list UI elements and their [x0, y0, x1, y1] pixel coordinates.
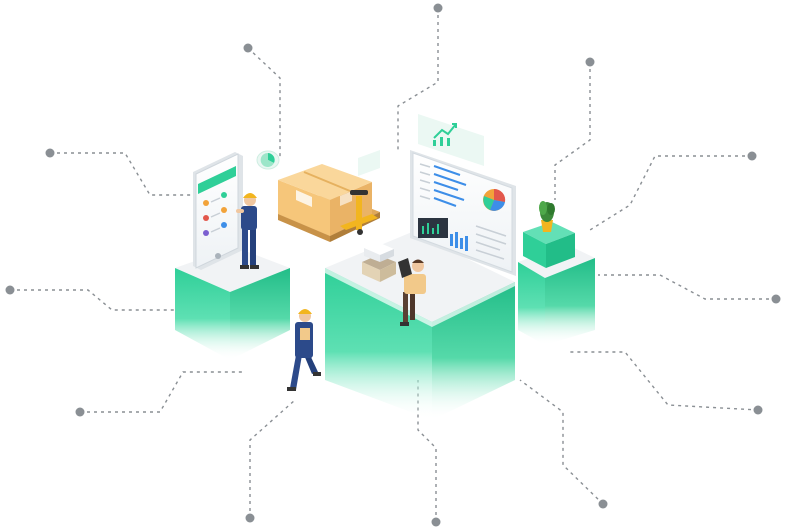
- connector-lines: [10, 8, 776, 522]
- potted-plant-icon: [539, 201, 555, 232]
- connector-dot: [5, 285, 15, 295]
- connector-line: [519, 379, 604, 505]
- box-stack: [362, 242, 396, 282]
- connector-dot: [243, 43, 253, 53]
- tablet-icon: [398, 258, 412, 278]
- mobile-app-icon: [193, 152, 243, 270]
- connector-dot: [598, 499, 608, 509]
- connector-line: [554, 62, 591, 200]
- connector-line: [247, 47, 281, 160]
- connector-line: [589, 155, 752, 231]
- left-platform: [175, 247, 290, 360]
- walking-worker-figure: [287, 309, 321, 391]
- connector-line: [417, 380, 437, 522]
- connector-line: [598, 274, 776, 300]
- right-platform: [518, 222, 595, 345]
- pallet-jack-icon: [340, 190, 378, 235]
- connector-dot: [747, 151, 757, 161]
- connector-dot: [45, 148, 55, 158]
- connector-line: [10, 289, 178, 311]
- dashboard-icon: [410, 150, 516, 276]
- connector-line: [50, 152, 195, 196]
- connector-dot: [245, 513, 255, 523]
- worker-figure: [236, 193, 259, 269]
- connector-line: [80, 371, 245, 413]
- pie-chart-icon: [256, 150, 280, 170]
- connector-dot: [585, 57, 595, 67]
- connector-dot: [431, 517, 441, 527]
- connector-dots: [5, 3, 781, 527]
- connector-dot: [753, 405, 763, 415]
- seated-worker-figure: [398, 258, 426, 326]
- connector-line: [249, 399, 296, 518]
- floating-card: [358, 150, 380, 176]
- growth-chart-icon: [418, 114, 484, 166]
- connector-dot: [433, 3, 443, 13]
- connector-line: [570, 351, 759, 411]
- connector-dot: [771, 294, 781, 304]
- connector-line: [397, 8, 439, 150]
- connector-dot: [75, 407, 85, 417]
- cardboard-box-icon: [278, 164, 380, 242]
